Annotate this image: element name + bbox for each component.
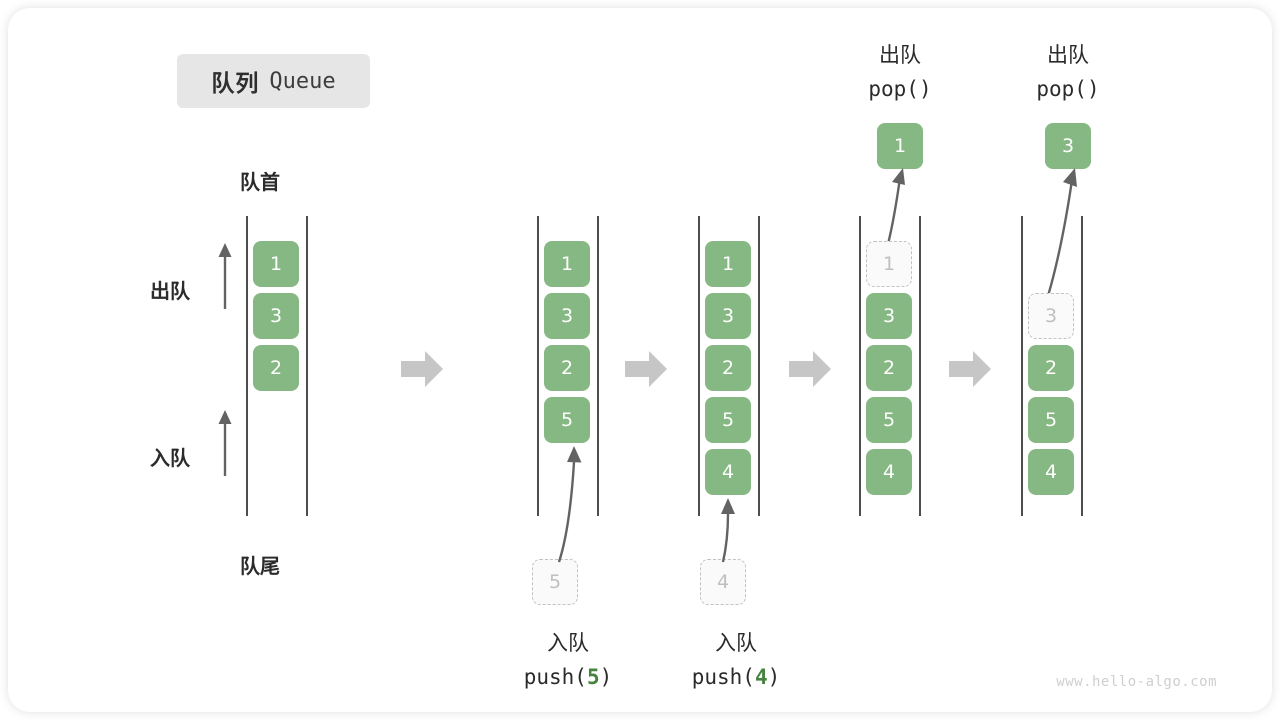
front-label: 队首 [240,170,280,194]
code-prefix: push( [523,665,587,689]
enqueue-caption-code: push(5) [488,660,648,694]
watermark: www.hello-algo.com [1056,674,1217,690]
queue-cell: 1 [866,241,912,287]
queue-cell: 3 [705,293,751,339]
queue-rail-left-stage4 [859,216,861,516]
code-suffix: ) [1086,77,1100,101]
dequeue-connector-arrow-stage5 [1046,168,1077,297]
code-prefix: push( [691,665,755,689]
code-suffix: ) [918,77,932,101]
dequeue-side-label: 出队 [150,279,190,303]
title-english: Queue [269,68,336,94]
enqueue-connector-arrow-stage3 [721,498,735,563]
enqueue-caption-cn: 入队 [547,631,589,655]
queue-rail-left-stage2 [537,216,539,516]
incoming-ghost-cell: 5 [532,559,578,605]
queue-cell: 5 [866,397,912,443]
flow-arrow-icon [401,351,443,387]
queue-cell: 2 [866,345,912,391]
code-suffix: ) [767,665,781,689]
incoming-ghost-cell: 4 [700,559,746,605]
rear-label: 队尾 [240,554,280,578]
enqueue-caption-stage2: 入队 push(5) [488,626,648,694]
queue-rail-left-stage5 [1021,216,1023,516]
queue-cell: 2 [544,345,590,391]
queue-rail-left-stage1 [246,216,248,516]
queue-cell: 1 [544,241,590,287]
queue-rail-right-stage3 [758,216,760,516]
diagram-card: 队列 Queue 队首 队尾 出队 入队 1 3 2 1 3 2 5 [8,8,1272,712]
code-prefix: pop( [1036,77,1087,101]
code-arg: 4 [754,665,768,689]
queue-cell: 1 [705,241,751,287]
queue-cell: 5 [1028,397,1074,443]
outgoing-cell: 3 [1045,123,1091,169]
queue-cell: 2 [1028,345,1074,391]
flow-arrow-icon [625,351,667,387]
queue-cell: 5 [544,397,590,443]
queue-cell: 1 [253,241,299,287]
queue-cell: 4 [1028,449,1074,495]
queue-cell: 4 [866,449,912,495]
enqueue-direction-arrow [218,410,232,476]
enqueue-caption-stage3: 入队 push(4) [656,626,816,694]
dequeue-connector-arrow-stage4 [886,168,905,245]
queue-cell: 3 [544,293,590,339]
queue-rail-right-stage2 [597,216,599,516]
queue-cell: 5 [705,397,751,443]
queue-cell: 2 [253,345,299,391]
queue-cell: 4 [705,449,751,495]
dequeue-caption-code: pop() [820,72,980,106]
enqueue-caption-cn: 入队 [715,631,757,655]
dequeue-caption-stage5: 出队 pop() [988,38,1148,106]
enqueue-caption-code: push(4) [656,660,816,694]
flow-arrow-icon [949,351,991,387]
queue-rail-right-stage5 [1081,216,1083,516]
queue-cell: 3 [866,293,912,339]
queue-rail-left-stage3 [698,216,700,516]
code-arg: 5 [586,665,600,689]
diagram-title-badge: 队列 Queue [177,54,370,108]
title-chinese: 队列 [211,71,260,97]
queue-rail-right-stage1 [306,216,308,516]
queue-cell: 2 [705,345,751,391]
dequeue-caption-stage4: 出队 pop() [820,38,980,106]
outgoing-cell: 1 [877,123,923,169]
enqueue-connector-arrow-stage2 [557,446,582,563]
enqueue-side-label: 入队 [150,446,190,470]
dequeue-caption-cn: 出队 [1047,43,1089,67]
flow-arrow-icon [789,351,831,387]
queue-cell: 3 [253,293,299,339]
dequeue-caption-cn: 出队 [879,43,921,67]
code-prefix: pop( [868,77,919,101]
code-suffix: ) [599,665,613,689]
dequeue-direction-arrow [218,243,232,309]
queue-cell: 3 [1028,293,1074,339]
queue-rail-right-stage4 [919,216,921,516]
dequeue-caption-code: pop() [988,72,1148,106]
